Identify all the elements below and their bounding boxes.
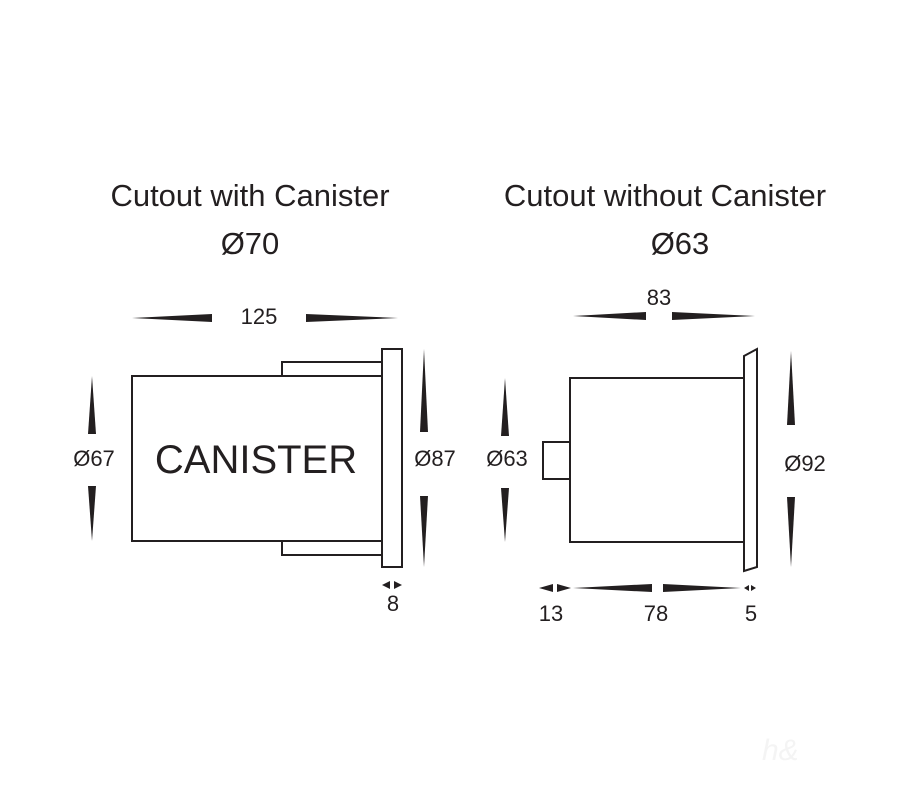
dimension-arrow-left: [382, 581, 390, 589]
dimension-arrow-left: [573, 312, 646, 320]
dimension-arrow-up: [787, 351, 795, 425]
dimension-arrow-down: [88, 486, 96, 541]
fixture-body: [569, 377, 745, 543]
right-title: Cutout without Canister: [503, 178, 827, 213]
dimension-arrow-down: [501, 488, 509, 542]
dimension-arrow-right: [394, 581, 402, 589]
dimension-arrow-down: [787, 497, 795, 567]
right-overall-length-label: 83: [646, 285, 672, 310]
dimension-arrow-down: [420, 496, 428, 567]
dimension-arrow-up: [88, 376, 96, 434]
right-body-length-label: 78: [643, 601, 669, 626]
canister-label: CANISTER: [154, 438, 358, 482]
dimension-arrow-left: [539, 584, 553, 592]
right-cutout-diameter: Ø63: [650, 226, 710, 261]
dimension-arrow-right: [663, 584, 741, 592]
dimension-arrow-up: [420, 349, 428, 432]
fixture-bezel: [381, 348, 403, 568]
left-body-diameter-label: Ø67: [73, 446, 115, 471]
left-view: [88, 314, 428, 589]
right-bezel-thickness-label: 5: [744, 601, 758, 626]
dimension-arrow-right: [751, 585, 756, 591]
dimension-arrow-right: [672, 312, 755, 320]
left-title: Cutout with Canister: [110, 178, 390, 213]
canister-bottom-flange: [281, 540, 383, 556]
left-overall-length-label: 125: [240, 304, 278, 329]
dimension-arrow-up: [501, 378, 509, 436]
right-view: [501, 312, 795, 592]
left-bezel-diameter-label: Ø87: [414, 446, 456, 471]
right-body-diameter-label: Ø63: [486, 446, 528, 471]
right-stub-length-label: 13: [538, 601, 564, 626]
dimension-arrow-right: [306, 314, 398, 322]
dimension-arrow-left: [132, 314, 212, 322]
dimension-arrow-left: [744, 585, 749, 591]
fixture-stub: [542, 441, 571, 480]
fixture-bezel: [743, 347, 758, 573]
left-cutout-diameter: Ø70: [220, 226, 280, 261]
dimension-arrow-right: [557, 584, 571, 592]
watermark-logo: h&: [762, 734, 799, 767]
canister-top-flange: [281, 361, 383, 377]
left-bezel-thickness-label: 8: [386, 591, 400, 616]
dimension-arrow-left: [573, 584, 652, 592]
right-bezel-diameter-label: Ø92: [784, 451, 826, 476]
